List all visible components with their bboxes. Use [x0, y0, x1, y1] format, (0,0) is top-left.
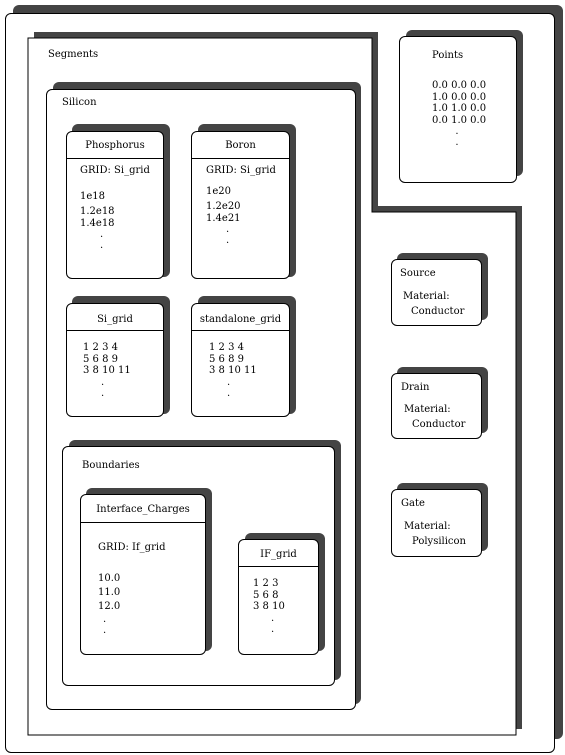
drain-title: Drain [401, 382, 430, 393]
points-line: 1.0 1.0 0.0 [432, 103, 487, 114]
interface-charges-value: 12.0 [98, 601, 121, 612]
source-title: Source [400, 268, 436, 279]
phosphorus-divider [66, 158, 164, 159]
standalone-grid-box [191, 303, 290, 417]
si-grid-ellipsis: . [101, 387, 105, 399]
points-lines: 0.0 0.0 0.0 1.0 0.0 0.0 1.0 1.0 0.0 0.0 … [432, 80, 487, 148]
points-title: Points [432, 50, 464, 61]
if-grid-row: 1 2 3 [253, 578, 279, 589]
phosphorus-ellipsis: . [100, 229, 104, 240]
boron-grid: GRID: Si_grid [206, 165, 276, 176]
interface-charges-title: Interface_Charges [96, 504, 190, 515]
if-grid-ellipsis: . [271, 623, 275, 635]
phosphorus-grid: GRID: Si_grid [80, 165, 150, 176]
points-ellipsis: . [455, 126, 459, 137]
standalone-grid-row: 1 2 3 4 [209, 342, 244, 353]
si-grid-title: Si_grid [97, 314, 133, 325]
phosphorus-ellipsis: . [100, 240, 104, 251]
if-grid-row: 5 6 8 [253, 589, 279, 601]
drain-label: Material: [404, 404, 451, 415]
source-label: Material: [403, 291, 450, 302]
standalone-grid-divider [191, 330, 290, 331]
drain-value: Conductor [412, 419, 466, 430]
standalone-grid-row: 5 6 8 9 [209, 353, 244, 365]
points-line: 1.0 0.0 0.0 [432, 91, 487, 103]
boron-value: 1.4e21 [206, 212, 241, 224]
phosphorus-title: Phosphorus [85, 140, 145, 151]
boundaries-title: Boundaries [82, 460, 140, 471]
gate-label: Material: [404, 521, 451, 532]
si-grid-row: 5 6 8 9 [83, 353, 118, 365]
interface-charges-grid: GRID: If_grid [98, 542, 166, 553]
points-line: 0.0 1.0 0.0 [432, 114, 487, 126]
standalone-grid-ellipsis: . [227, 376, 231, 388]
phosphorus-value: 1e18 [80, 191, 106, 202]
si-grid-row: 3 8 10 11 [83, 365, 131, 376]
si-grid-ellipsis: . [101, 376, 105, 388]
points-line: 0.0 0.0 0.0 [432, 80, 487, 91]
standalone-grid-row: 3 8 10 11 [209, 365, 257, 376]
drain-box [391, 373, 482, 439]
phosphorus-values: 1e18 1.2e18 1.4e18 . . [80, 188, 115, 251]
if-grid-divider [238, 566, 319, 567]
interface-charges-values: 10.0 11.0 12.0 . . [98, 572, 120, 636]
si-grid-values: 1 2 3 4 5 6 8 9 3 8 10 11 . . [83, 342, 131, 399]
segments-title: Segments [48, 49, 99, 60]
if-grid-ellipsis: . [271, 612, 275, 624]
silicon-title: Silicon [62, 97, 97, 108]
phosphorus-value: 1.2e18 [80, 206, 115, 217]
source-box [391, 259, 482, 326]
boron-divider [191, 158, 290, 159]
interface-charges-ellipsis: . [103, 614, 107, 625]
boron-values: 1e20 1.2e20 1.4e21 . . [206, 183, 241, 246]
boron-box [191, 131, 290, 279]
boron-value: 1.2e20 [206, 201, 241, 212]
si-grid-box [66, 303, 164, 417]
boron-ellipsis: . [226, 224, 230, 235]
points-box [399, 36, 517, 183]
interface-charges-value: 10.0 [98, 573, 121, 584]
standalone-grid-ellipsis: . [227, 387, 231, 399]
standalone-grid-title: standalone_grid [199, 314, 282, 325]
interface-charges-divider [80, 522, 206, 523]
gate-title: Gate [401, 498, 425, 509]
gate-value: Polysilicon [412, 536, 466, 547]
if-grid-values: 1 2 3 5 6 8 3 8 10 . . [253, 578, 285, 635]
if-grid-row: 3 8 10 [253, 601, 285, 612]
phosphorus-value: 1.4e18 [80, 217, 115, 229]
si-grid-row: 1 2 3 4 [83, 342, 118, 353]
boron-value: 1e20 [206, 186, 232, 197]
gate-box [391, 489, 482, 557]
if-grid-title: IF_grid [260, 549, 297, 560]
interface-charges-value: 11.0 [98, 587, 121, 598]
interface-charges-box [80, 494, 206, 655]
standalone-grid-values: 1 2 3 4 5 6 8 9 3 8 10 11 . . [209, 342, 257, 399]
boron-ellipsis: . [226, 235, 230, 246]
phosphorus-box [66, 131, 164, 279]
interface-charges-ellipsis: . [103, 625, 107, 636]
boron-title: Boron [225, 140, 256, 151]
if-grid-box [238, 539, 319, 655]
si-grid-divider [66, 330, 164, 331]
points-ellipsis: . [455, 137, 459, 148]
source-value: Conductor [411, 306, 465, 317]
